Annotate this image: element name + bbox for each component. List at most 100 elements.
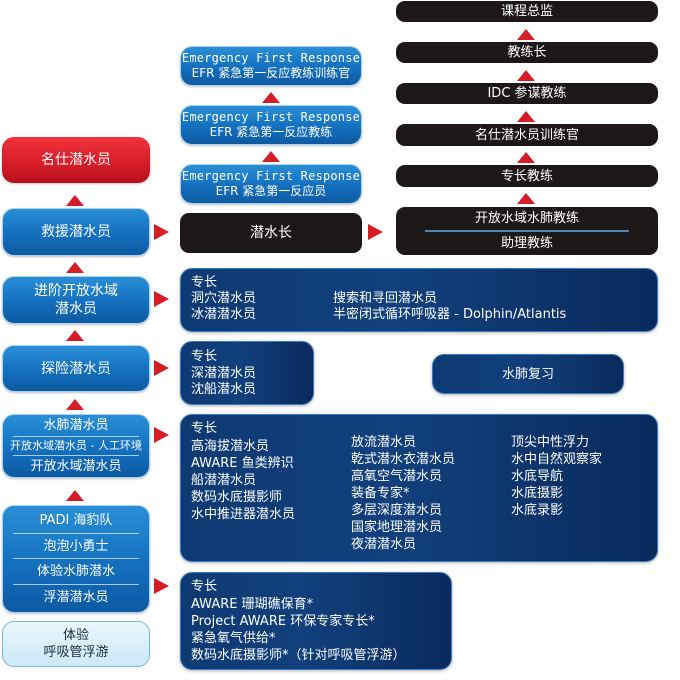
specialty-item: 水底导航 — [511, 469, 564, 484]
arrow-up-icon — [262, 92, 280, 103]
specialty-item: 搜索和寻回潜水员 — [333, 291, 438, 306]
discover-scuba-label: 体验水肺潜水 — [36, 564, 115, 580]
arrow-up-icon — [66, 262, 84, 273]
arrow-right-icon — [154, 224, 169, 240]
arrow-right-icon — [154, 427, 169, 443]
divider — [13, 455, 139, 456]
specialty-item: 国家地理潜水员 — [351, 520, 443, 535]
discover-snorkeling-line2: 呼吸管浮游 — [43, 645, 109, 660]
divider — [13, 532, 139, 534]
arrow-up-icon — [517, 152, 535, 163]
open-water-specialties-box: 专长 高海拔潜水员 AWARE 鱼类辨识 船潜潜水员 数码水底摄影师 水中推进器… — [180, 414, 658, 562]
divemaster-label: 潜水长 — [250, 225, 292, 241]
discover-snorkeling-line1: 体验 — [62, 628, 89, 643]
specialty-item: 船潜潜水员 — [191, 473, 257, 488]
efr-cn-label: EFR 紧急第一反应员 — [215, 184, 327, 198]
specialty-item: AWARE 珊瑚礁保育* — [191, 597, 314, 612]
discover-snorkeling-box: 体验 呼吸管浮游 — [2, 621, 150, 667]
advanced-open-water-box: 进阶开放水域 潜水员 — [2, 276, 150, 324]
owsi-box: 开放水域水肺教练 助理教练 — [396, 207, 658, 255]
bubblemaker-label: 泡泡小勇士 — [43, 538, 109, 554]
master-instructor-box: 教练长 — [396, 42, 658, 63]
specialty-item: 水底摄影 — [511, 486, 564, 501]
divider — [424, 230, 630, 232]
scuba-diver-label: 水肺潜水员 — [43, 418, 109, 433]
specialty-item: 深潜潜水员 — [191, 366, 257, 381]
specialty-item: 乾式潜水衣潜水员 — [351, 452, 456, 467]
ow-confined-label: 开放水域潜水员 - 人工环境 — [10, 439, 142, 452]
adventure-diver-label: 探险潜水员 — [41, 360, 111, 377]
master-scuba-diver-label: 名仕潜水员 — [41, 152, 111, 168]
course-director-label: 课程总监 — [500, 4, 553, 19]
arrow-up-icon — [66, 330, 84, 341]
open-water-group-box: 水肺潜水员 开放水域潜水员 - 人工环境 开放水域潜水员 — [2, 414, 150, 478]
arrow-up-icon — [66, 490, 84, 501]
open-water-diver-label: 开放水域潜水员 — [30, 459, 122, 474]
advanced-ow-line2: 潜水员 — [55, 301, 97, 317]
msdt-box: 名仕潜水员训练官 — [396, 124, 658, 146]
efr-en-label: Emergency First Response — [181, 169, 361, 183]
divider — [13, 436, 139, 437]
divemaster-box: 潜水长 — [180, 213, 362, 253]
rescue-diver-box: 救援潜水员 — [2, 208, 150, 256]
idc-staff-label: IDC 参谋教练 — [487, 86, 567, 101]
specialty-item: 水中推进器潜水员 — [191, 507, 296, 522]
efr-cn-label: EFR 紧急第一反应教练 — [209, 125, 333, 139]
owsi-label: 开放水域水肺教练 — [474, 211, 579, 227]
specialty-instructor-box: 专长教练 — [396, 165, 658, 187]
specialty-item: 顶尖中性浮力 — [511, 435, 590, 450]
specialty-title: 专长 — [191, 349, 218, 364]
specialty-item: 装备专家* — [351, 486, 410, 501]
specialty-item: AWARE 鱼类辨识 — [191, 456, 294, 471]
arrow-right-icon — [154, 291, 169, 307]
rescue-diver-label: 救援潜水员 — [41, 224, 111, 240]
master-instructor-label: 教练长 — [507, 45, 547, 60]
efr-en-label: Emergency First Response — [181, 51, 361, 65]
efr-responder-box: Emergency First Response EFR 紧急第一反应员 — [180, 164, 362, 204]
specialty-title: 专长 — [191, 421, 218, 436]
efr-cn-label: EFR 紧急第一反应教练训练官 — [191, 66, 351, 80]
specialty-item: 沈船潜水员 — [191, 382, 257, 397]
course-director-box: 课程总监 — [396, 1, 658, 22]
scuba-review-box: 水肺复习 — [432, 354, 624, 394]
specialty-item: 多层深度潜水员 — [351, 503, 443, 518]
specialty-item: 夜潜潜水员 — [351, 537, 417, 552]
arrow-up-icon — [517, 193, 535, 204]
skin-diver-label: 浮潜潜水员 — [43, 589, 109, 605]
efr-instructor-box: Emergency First Response EFR 紧急第一反应教练 — [180, 105, 362, 145]
specialty-item: 水中自然观察家 — [511, 452, 603, 467]
arrow-up-icon — [66, 195, 84, 206]
efr-instructor-trainer-box: Emergency First Response EFR 紧急第一反应教练训练官 — [180, 46, 362, 86]
arrow-right-icon — [154, 578, 169, 594]
specialty-item: 半密闭式循环呼吸器 - Dolphin/Atlantis — [333, 307, 567, 322]
arrow-up-icon — [517, 29, 535, 40]
adventure-diver-box: 探险潜水员 — [2, 345, 150, 392]
assistant-instructor-label: 助理教练 — [500, 235, 553, 251]
padi-seal-team-label: PADI 海豹队 — [39, 512, 113, 528]
specialty-item: Project AWARE 环保专家专长* — [191, 614, 375, 629]
specialty-item: 高氧空气潜水员 — [351, 469, 443, 484]
arrow-up-icon — [66, 399, 84, 410]
arrow-right-icon — [368, 224, 383, 240]
arrow-up-icon — [262, 151, 280, 162]
specialty-item: 紧急氧气供给* — [191, 631, 276, 646]
advanced-specialties-box: 专长 洞穴潜水员 冰潜潜水员 搜索和寻回潜水员 半密闭式循环呼吸器 - Dolp… — [180, 268, 658, 332]
specialty-item: 高海拔潜水员 — [191, 439, 270, 454]
entry-specialties-box: 专长 AWARE 珊瑚礁保育* Project AWARE 环保专家专长* 紧急… — [180, 572, 452, 670]
efr-en-label: Emergency First Response — [181, 110, 361, 124]
arrow-up-icon — [517, 111, 535, 122]
advanced-ow-line1: 进阶开放水域 — [34, 283, 118, 299]
master-scuba-diver-box: 名仕潜水员 — [2, 137, 150, 183]
scuba-review-label: 水肺复习 — [501, 366, 554, 382]
specialty-item: 冰潜潜水员 — [191, 307, 257, 322]
specialty-title: 专长 — [191, 275, 218, 290]
entry-group-box: PADI 海豹队 泡泡小勇士 体验水肺潜水 浮潜潜水员 — [2, 505, 150, 613]
specialty-item: 放流潜水员 — [351, 435, 417, 450]
msdt-label: 名仕潜水员训练官 — [474, 127, 579, 143]
idc-staff-box: IDC 参谋教练 — [396, 83, 658, 104]
specialty-item: 水底录影 — [511, 503, 564, 518]
adventure-specialties-box: 专长 深潜潜水员 沈船潜水员 — [180, 341, 314, 405]
specialty-item: 数码水底摄影师 — [191, 490, 283, 505]
specialty-item: 数码水底摄影师*（针对呼吸管浮游） — [191, 648, 406, 663]
arrow-right-icon — [154, 360, 169, 376]
